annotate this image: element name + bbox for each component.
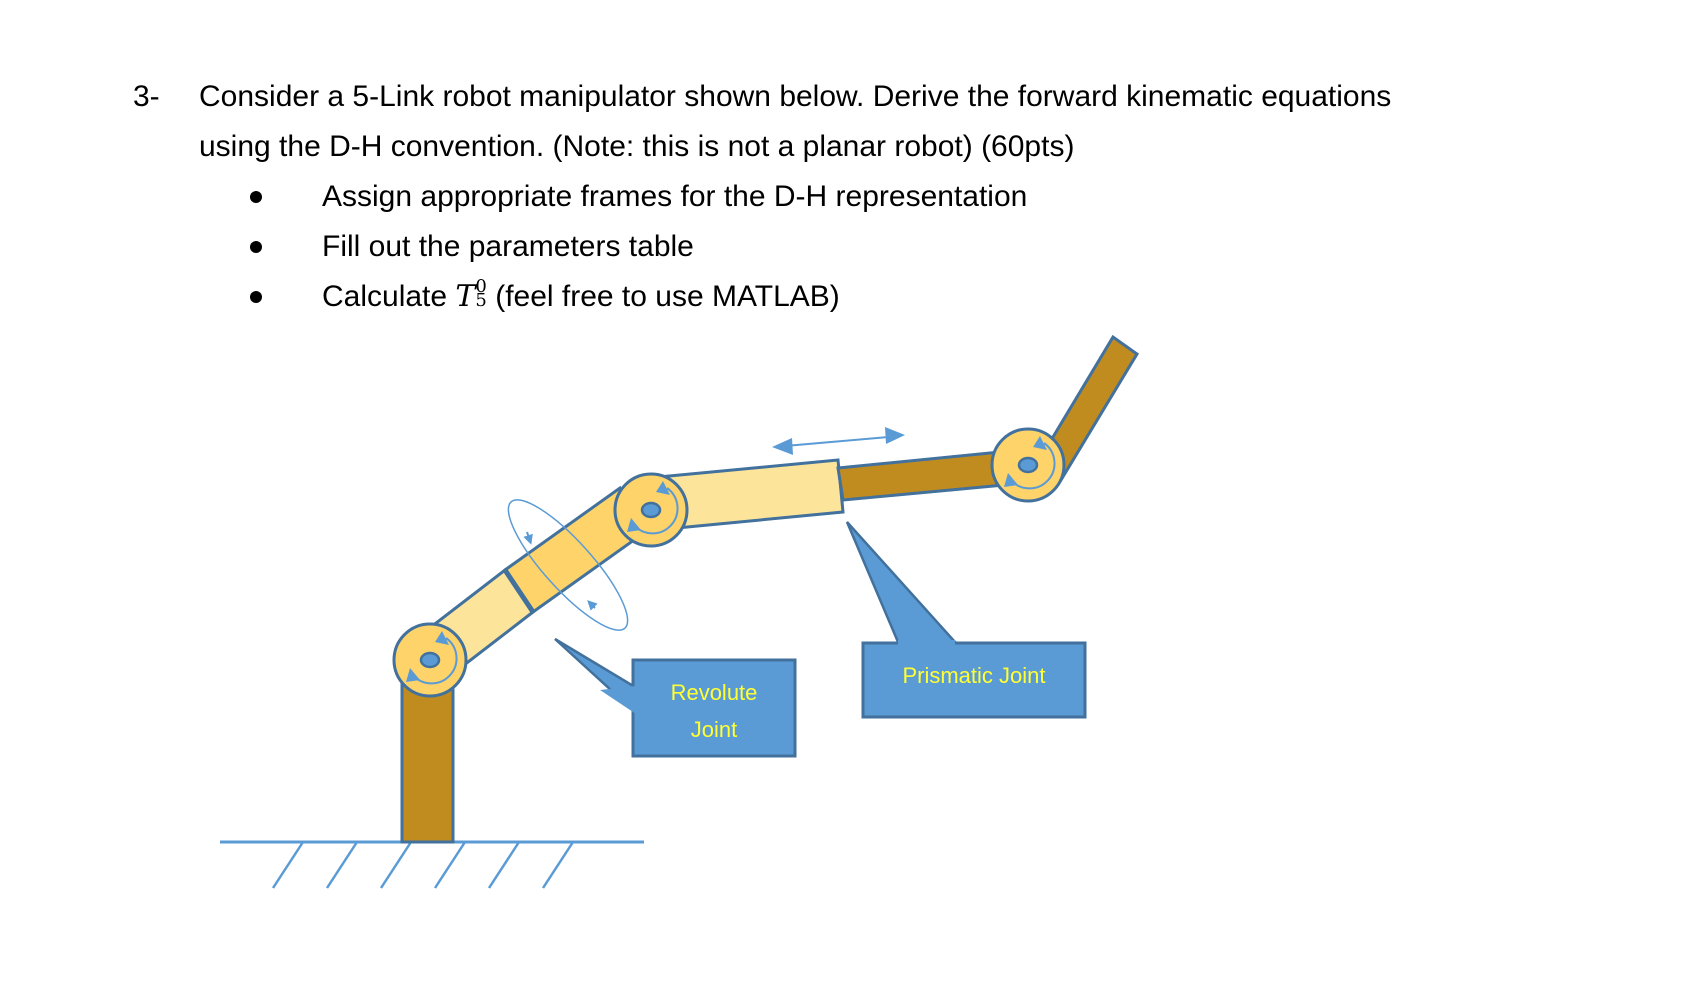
rotation-arrow-icon bbox=[1004, 473, 1018, 487]
revolute-label-line-1: Revolute bbox=[671, 680, 758, 705]
question-line-2: using the D-H convention. (Note: this is… bbox=[133, 122, 1633, 172]
ground bbox=[220, 840, 644, 889]
arrow-right-icon bbox=[885, 427, 905, 444]
question-number: 3- bbox=[133, 80, 160, 113]
twist-joint-divider bbox=[502, 568, 536, 614]
rotation-arrow-icon bbox=[1033, 436, 1047, 450]
bullet-suffix: (feel free to use MATLAB) bbox=[486, 280, 840, 313]
bullet-text: Assign appropriate frames for the D-H re… bbox=[322, 180, 1028, 213]
base-link bbox=[400, 673, 455, 844]
prismatic-inner-link bbox=[836, 450, 1006, 502]
transform-base: T bbox=[455, 279, 476, 314]
revolute-joint-1 bbox=[392, 622, 468, 698]
bullet-text: Fill out the parameters table bbox=[322, 230, 694, 263]
prismatic-label: Prismatic Joint bbox=[902, 663, 1045, 688]
twist-arrow-icon bbox=[587, 600, 598, 611]
question-line-1: 3- Consider a 5-Link robot manipulator s… bbox=[133, 72, 1633, 122]
arrow-left-icon bbox=[772, 438, 793, 455]
bullet-icon bbox=[250, 291, 262, 303]
transform-subscript: 5 bbox=[475, 290, 487, 311]
bullet-icon bbox=[250, 191, 262, 203]
question-block: 3- Consider a 5-Link robot manipulator s… bbox=[133, 72, 1633, 172]
bullet-prefix: Calculate bbox=[322, 280, 456, 313]
rotation-arrow-icon bbox=[627, 518, 641, 532]
rotation-arrow-icon bbox=[656, 481, 670, 495]
rotation-arrow-icon bbox=[435, 631, 449, 645]
revolute-joint-callout: Revolute Joint bbox=[554, 637, 797, 758]
revolute-label-line-2: Joint bbox=[691, 717, 737, 742]
revolute-joint-4 bbox=[990, 427, 1066, 503]
prismatic-motion-arrow bbox=[784, 435, 901, 447]
twist-rotation-path bbox=[507, 499, 629, 631]
bullet-icon bbox=[250, 241, 262, 253]
revolute-joint-2 bbox=[613, 472, 689, 548]
prismatic-joint-callout: Prismatic Joint bbox=[845, 521, 1087, 719]
twist-arrow-icon bbox=[523, 531, 533, 545]
rotation-arrow-icon bbox=[406, 668, 420, 682]
transform-superscript: 0 bbox=[475, 276, 487, 297]
question-text-line-2: using the D-H convention. (Note: this is… bbox=[199, 130, 1075, 163]
question-text-line-1: Consider a 5-Link robot manipulator show… bbox=[199, 80, 1392, 113]
